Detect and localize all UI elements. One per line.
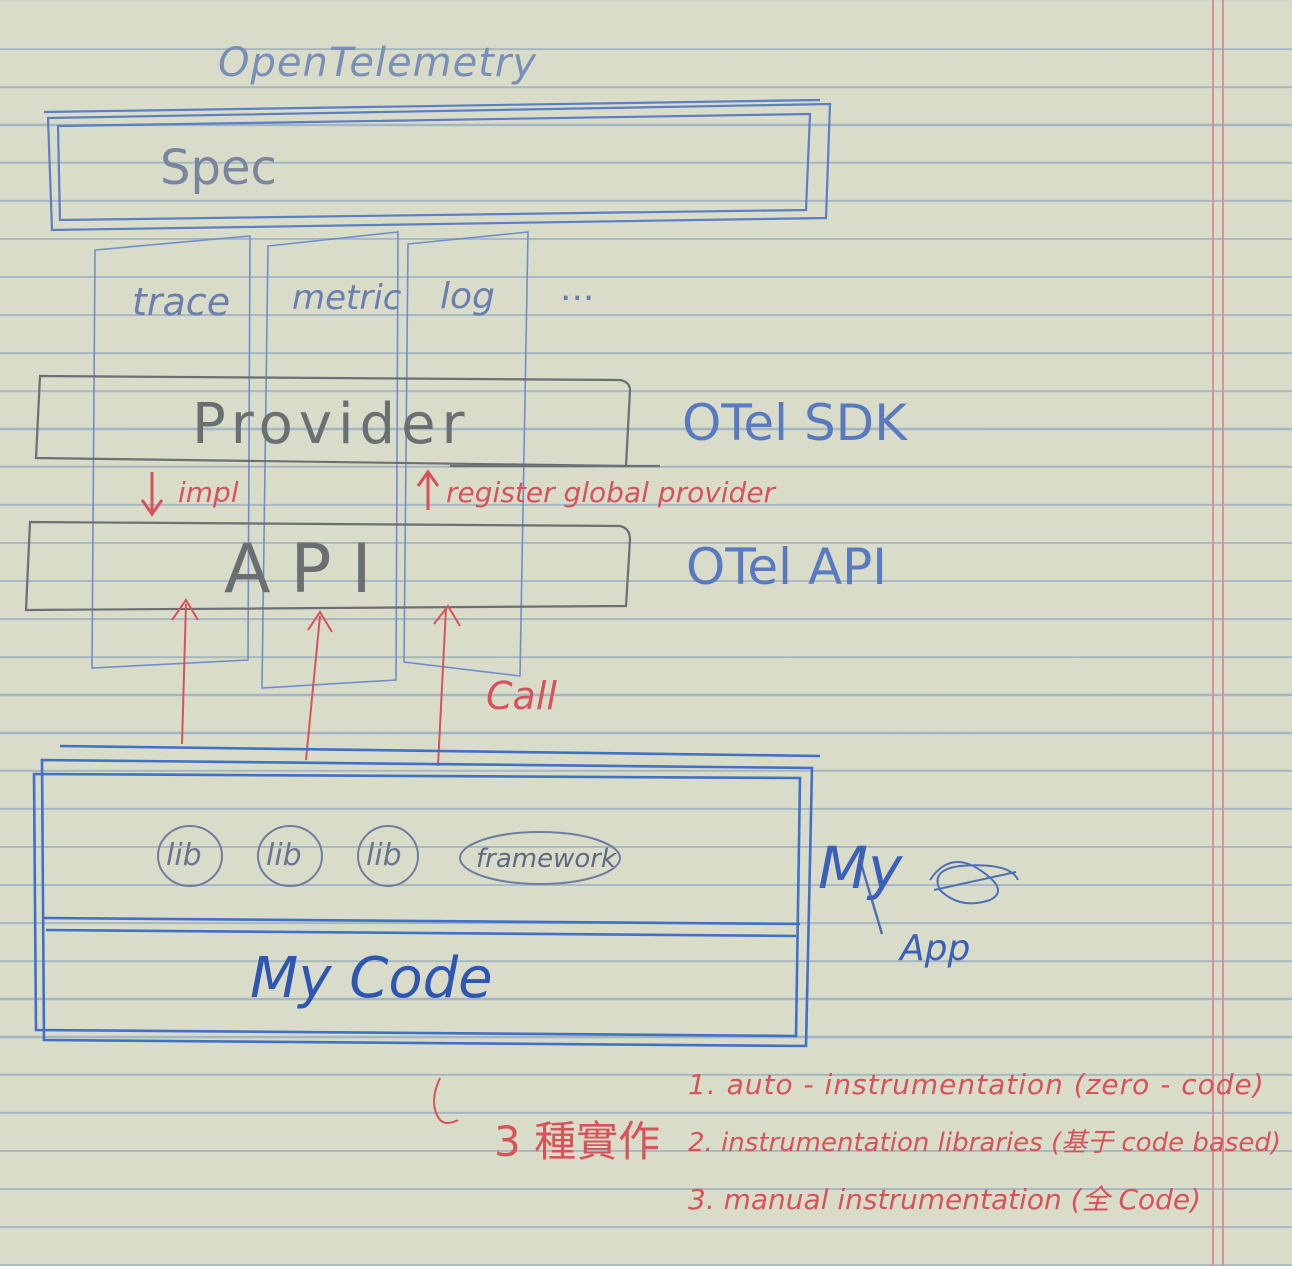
list-bracket [433,1077,459,1124]
method-1: 1. auto - instrumentation (zero - code) [688,1068,1265,1101]
api-label: API [224,530,392,609]
provider-label: Provider [192,392,471,457]
framework-label: framework [476,844,617,874]
call-label: Call [486,674,557,718]
lib-circles [157,825,621,887]
register-label: register global provider [446,476,776,509]
margin-line [1222,0,1224,1266]
lib-label-3: lib [366,838,402,873]
lib-label-2: lib [266,838,302,873]
signal-columns [91,231,529,689]
impl-methods-label: 3 種實作 [494,1117,661,1166]
provider-box [34,374,660,468]
my-app-label-app: App [900,928,971,969]
otel-sdk-label: OTel SDK [682,394,907,452]
call-arrows [171,598,461,767]
spec-label: Spec [160,140,277,196]
signal-metric: metric [292,278,402,318]
margin-line [1212,0,1214,1266]
my-app-label-my: My [818,834,903,902]
impl-label: impl [178,476,239,509]
signal-trace: trace [132,280,231,324]
register-arrow [416,469,440,510]
method-2: 2. instrumentation libraries (基于 code ba… [688,1128,1281,1158]
spec-box [43,98,832,232]
my-app-slash [858,859,884,935]
method-3: 3. manual instrumentation (全 Code) [688,1183,1202,1216]
my-code-label: My Code [250,946,493,1011]
diagram-title: OpenTelemetry [218,40,538,86]
my-app-box [32,744,821,1048]
scribble-out [929,861,1019,905]
lib-label-1: lib [166,838,202,873]
signal-more: ... [560,268,595,309]
signal-log: log [440,276,495,317]
impl-arrow [140,472,164,517]
otel-api-label: OTel API [686,538,888,596]
api-box [24,520,632,612]
